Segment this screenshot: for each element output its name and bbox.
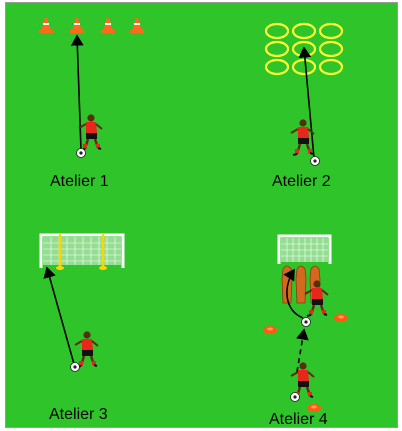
station-label-4: Atelier 4 <box>269 411 328 429</box>
cone <box>130 18 144 33</box>
player <box>305 280 328 316</box>
ball <box>311 157 320 166</box>
station-1 <box>39 18 144 158</box>
cone <box>70 18 84 33</box>
ball <box>71 363 80 372</box>
station-4 <box>263 236 348 412</box>
cone <box>39 18 53 33</box>
ball <box>291 393 300 402</box>
station-3 <box>41 233 123 372</box>
station-label-2: Atelier 2 <box>272 173 331 191</box>
pass-arrow <box>47 268 74 364</box>
station-2 <box>266 24 342 166</box>
station-label-3: Atelier 3 <box>49 406 108 424</box>
station-label-1: Atelier 1 <box>50 173 109 191</box>
flat-cone <box>263 326 277 334</box>
goal <box>279 236 330 264</box>
ball <box>302 318 311 327</box>
cone <box>101 18 115 33</box>
player <box>79 114 102 150</box>
player <box>75 331 98 367</box>
goal <box>41 235 123 268</box>
pass-arrow <box>77 36 81 150</box>
flat-cone <box>334 314 348 322</box>
ball <box>77 149 86 158</box>
